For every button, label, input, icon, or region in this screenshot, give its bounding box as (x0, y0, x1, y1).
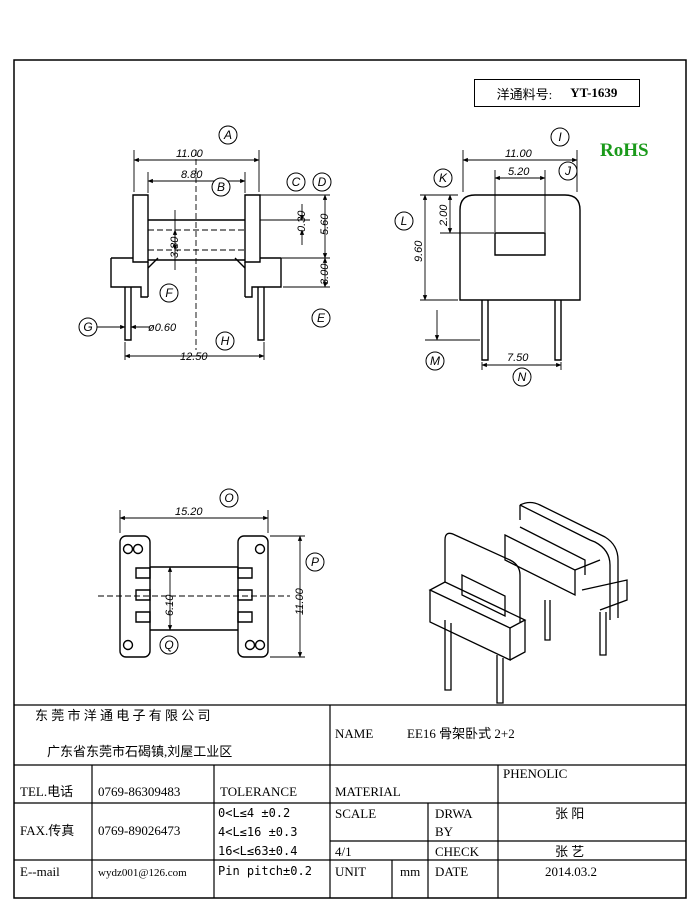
isometric-view (428, 501, 628, 704)
company-name: 东 莞 市 洋 通 电 子 有 限 公 司 (35, 708, 211, 723)
dim-O-value: 15.20 (175, 506, 203, 518)
check-label: CHECK (435, 844, 480, 859)
callout-K: K (439, 171, 448, 185)
dim-J-value: 5.20 (508, 166, 530, 178)
date-label: DATE (435, 864, 469, 879)
dim-P-value: 11.00 (294, 587, 306, 615)
fax-value: 0769-89026473 (98, 823, 181, 838)
dim-K-value: 2.00 (438, 204, 450, 227)
fax-label: FAX.传真 (20, 823, 75, 838)
title-block-grid (14, 704, 686, 898)
scale-value: 4/1 (335, 844, 352, 859)
material-label: MATERIAL (335, 784, 401, 799)
drawn-by-label-2: BY (435, 824, 454, 839)
tolerance-label: TOLERANCE (220, 784, 298, 799)
tolerance-row-4: Pin pitch±0.2 (218, 864, 312, 878)
callout-N: N (518, 370, 527, 384)
front-view-dimensions (92, 150, 330, 360)
unit-label: UNIT (335, 864, 367, 879)
dim-D-value: 5.60 (319, 213, 331, 235)
tolerance-row-2: 4<L≤16 ±0.3 (218, 825, 298, 839)
side-view-labels: 11.00 5.20 2.00 9.60 7.50 (413, 148, 533, 364)
callout-markers (78, 125, 578, 655)
bottom-view-labels: 15.20 11.00 6.10 (164, 506, 306, 616)
callout-I: I (558, 130, 562, 144)
side-view (459, 194, 581, 361)
dim-Q-value: 6.10 (164, 594, 176, 616)
front-view-labels: 11.00 8.80 0.30 5.60 3.00 3.80 ø0.60 12.… (148, 148, 331, 363)
rohs-mark: RoHS (600, 140, 649, 161)
dim-N-value: 7.50 (507, 352, 529, 364)
dim-G-value: ø0.60 (148, 322, 177, 334)
callout-B: B (217, 180, 225, 194)
tel-value: 0769-86309483 (98, 784, 181, 799)
callout-O: O (224, 491, 233, 505)
dim-H-value: 12.50 (180, 351, 208, 363)
material-value: PHENOLIC (503, 766, 568, 781)
side-view-dimensions (420, 150, 578, 370)
dim-F-value: 3.80 (169, 236, 181, 258)
callout-P: P (311, 555, 319, 569)
drawn-by-value: 张 阳 (555, 806, 585, 821)
name-value: EE16 骨架卧式 2+2 (407, 726, 515, 741)
dim-A-value: 11.00 (176, 148, 204, 160)
callout-L: L (401, 214, 408, 228)
drawn-by-label-1: DRWA (435, 806, 473, 821)
callout-Q: Q (164, 638, 173, 652)
email-value[interactable]: wydz001@126.com (98, 867, 187, 879)
tolerance-row-3: 16<L≤63±0.4 (218, 844, 298, 858)
callout-F: F (165, 286, 173, 300)
tel-label: TEL.电话 (20, 784, 74, 799)
check-value: 张 艺 (555, 844, 585, 859)
dim-I-value: 11.00 (505, 148, 533, 160)
unit-value: mm (400, 864, 421, 879)
callout-E: E (317, 311, 326, 325)
tolerance-row-1: 0<L≤4 ±0.2 (218, 806, 291, 820)
dim-C-value: 0.30 (296, 210, 308, 232)
callout-letters: A B C D E F G H I J K L M N O P Q (83, 128, 572, 652)
name-label: NAME (335, 726, 374, 741)
callout-H: H (221, 334, 230, 348)
callout-G: G (83, 320, 92, 334)
callout-C: C (292, 175, 301, 189)
email-label: E--mail (20, 864, 60, 879)
part-number-box: 洋通料号: YT-1639 (474, 79, 640, 107)
sheet-border (13, 59, 687, 899)
bottom-view (119, 535, 269, 658)
dim-E-value: 3.00 (319, 263, 331, 285)
dim-L-value: 9.60 (413, 240, 425, 262)
part-number-label: 洋通料号: (496, 86, 553, 102)
date-value: 2014.03.2 (545, 864, 597, 879)
dim-B-value: 8.80 (181, 169, 203, 181)
part-number-value: YT-1639 (570, 85, 618, 100)
bottom-view-dimensions (119, 510, 305, 658)
callout-J: J (564, 164, 572, 178)
scale-label: SCALE (335, 806, 377, 821)
company-address: 广东省东莞市石碣镇,刘屋工业区 (47, 744, 233, 759)
callout-A: A (223, 128, 232, 142)
callout-M: M (430, 354, 440, 368)
callout-D: D (318, 175, 327, 189)
